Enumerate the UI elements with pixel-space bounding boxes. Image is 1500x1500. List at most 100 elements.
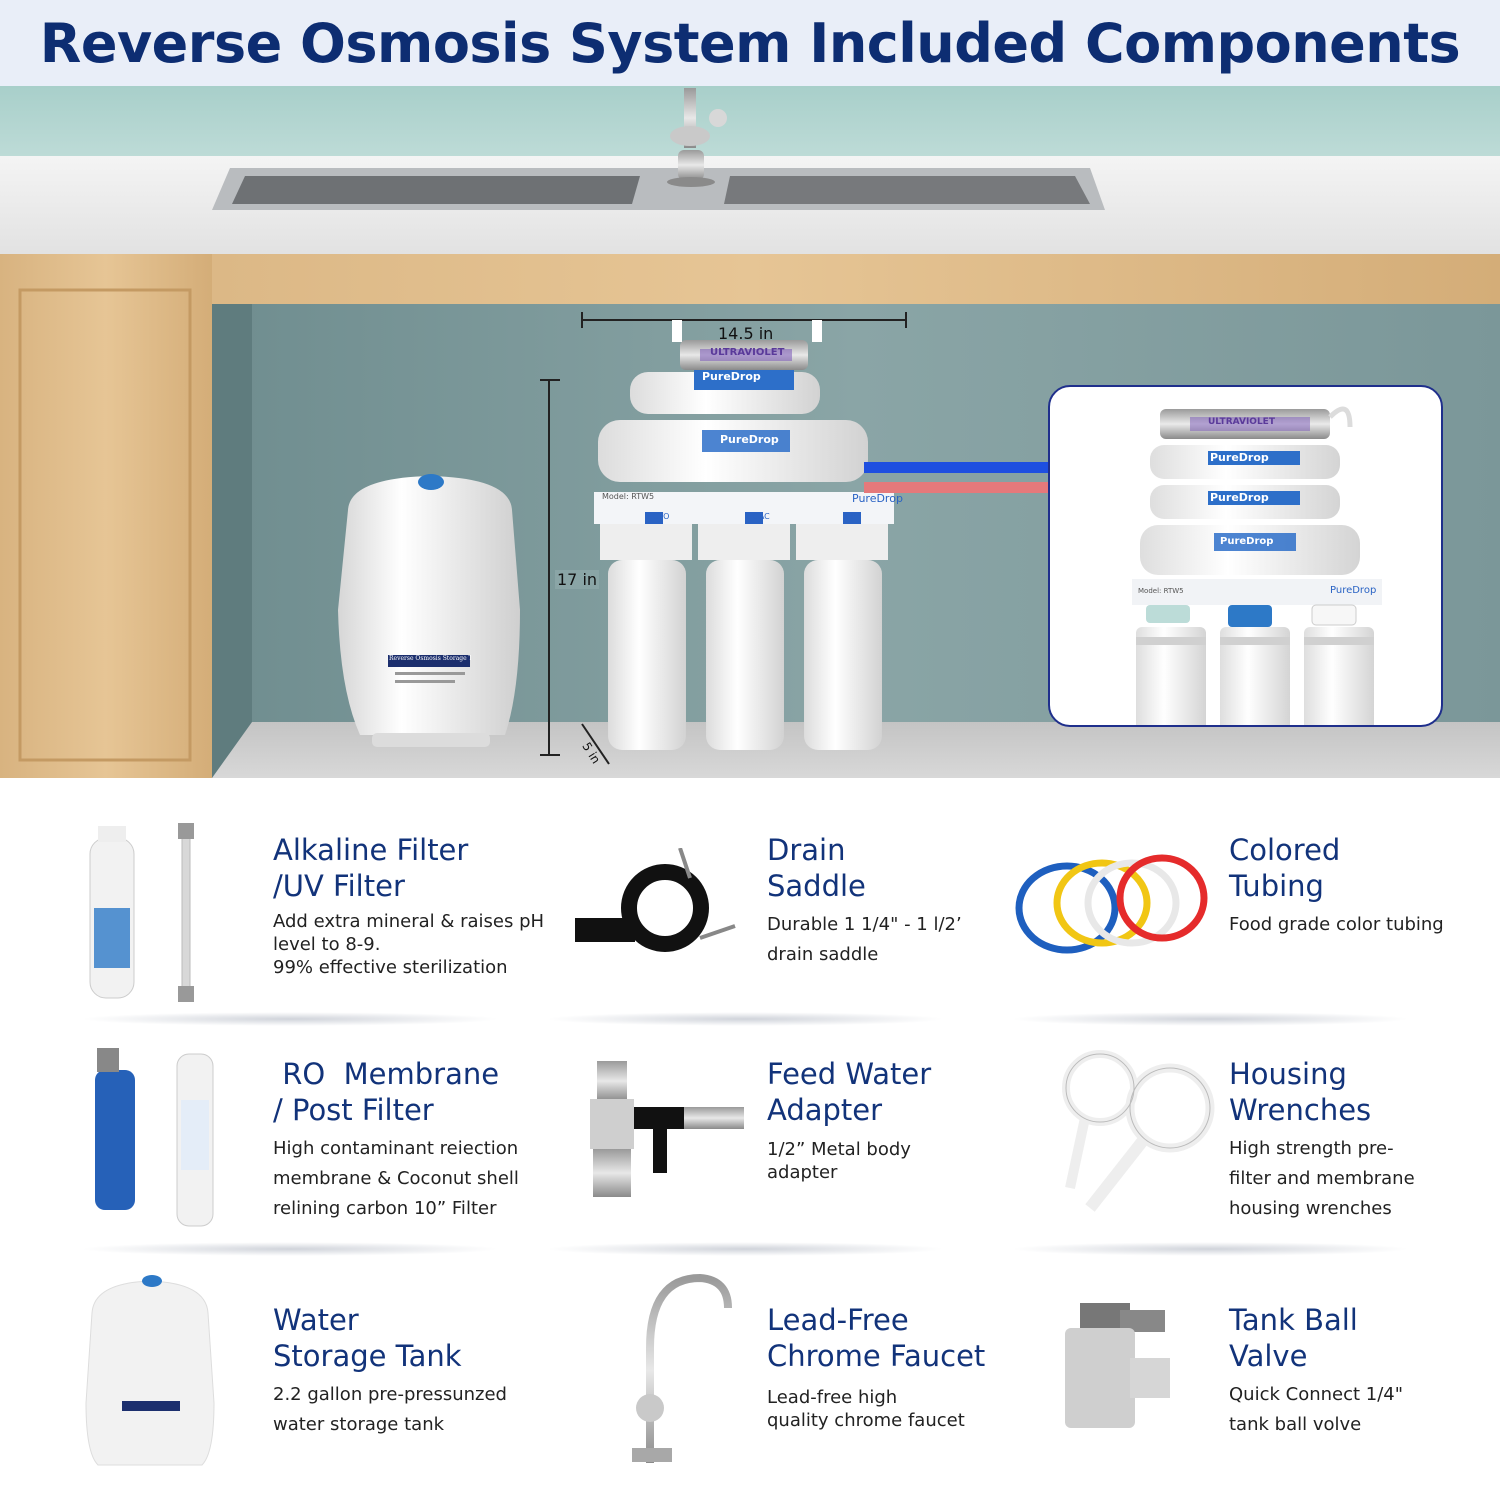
title-line: Alkaline Filter xyxy=(273,833,469,867)
component-title: RO Membrane / Post Filter xyxy=(273,1056,519,1128)
component-feed-water-adapter: Feed Water Adapter 1/2” Metal body adapt… xyxy=(767,1056,931,1184)
feed-water-adapter-image xyxy=(590,1061,744,1197)
desc-line: housing wrenches xyxy=(1229,1198,1392,1219)
component-title: Tank Ball Valve xyxy=(1229,1302,1403,1374)
desc-line: 1/2” Metal body xyxy=(767,1139,911,1160)
width-dimension-label: 14.5 in xyxy=(718,324,774,343)
bracket-brand-label: PureDrop xyxy=(852,492,903,505)
component-alkaline-uv-filter: Alkaline Filter /UV Filter Add extra min… xyxy=(273,832,544,979)
component-description: Durable 1 1/4" - 1 l/2’ drain saddle xyxy=(767,910,962,970)
component-title: Lead-Free Chrome Faucet xyxy=(767,1302,985,1374)
drain-saddle-image xyxy=(575,848,736,952)
stage-label-1: 1 PP xyxy=(843,512,861,521)
tank-label: Reverse Osmosis Storage Tank xyxy=(389,655,471,662)
page-header: Reverse Osmosis System Included Componen… xyxy=(0,0,1500,86)
desc-line: Durable 1 1/4" - 1 l/2’ xyxy=(767,914,962,935)
component-description: 2.2 gallon pre-pressunzed water storage … xyxy=(273,1380,507,1440)
desc-line: Lead-free high xyxy=(767,1387,898,1408)
row-divider xyxy=(1010,1012,1410,1026)
component-description: 1/2” Metal body adapter xyxy=(767,1138,931,1184)
desc-line: water storage tank xyxy=(273,1414,445,1435)
row-divider xyxy=(545,1242,945,1256)
component-drain-saddle: Drain Saddle Durable 1 1/4" - 1 l/2’ dra… xyxy=(767,832,962,970)
alkaline-brand-label: PureDrop xyxy=(702,370,761,383)
inset-brand-label-3: PureDrop xyxy=(1220,536,1274,547)
component-description: Lead-free high quality chrome faucet xyxy=(767,1386,985,1432)
colored-tubing-image xyxy=(1015,854,1208,954)
desc-line: 99% effective sterilization xyxy=(273,957,508,978)
chrome-faucet-image xyxy=(632,1273,732,1463)
desc-line: High contaminant reiection xyxy=(273,1138,519,1159)
alkaline-uv-filter-image xyxy=(89,823,194,1002)
desc-line: membrane & Coconut shell xyxy=(273,1168,519,1189)
inset-brand-label-2: PureDrop xyxy=(1210,491,1269,504)
component-housing-wrenches: Housing Wrenches High strength pre- filt… xyxy=(1229,1056,1415,1224)
title-line: Feed Water xyxy=(767,1057,932,1091)
title-line: RO Membrane xyxy=(273,1057,500,1091)
row-divider xyxy=(80,1242,500,1256)
water-storage-tank-image xyxy=(85,1275,215,1466)
title-line: Saddle xyxy=(767,869,866,903)
title-line: Drain xyxy=(767,833,846,867)
title-line: Valve xyxy=(1229,1339,1308,1373)
desc-line: Add extra mineral & raises pH xyxy=(273,911,545,932)
desc-line: High strength pre- xyxy=(1229,1138,1394,1159)
title-line: Storage Tank xyxy=(273,1339,462,1373)
inset-bracket-brand-label: PureDrop xyxy=(1330,585,1377,596)
desc-line: relining carbon 10” Filter xyxy=(273,1198,497,1219)
title-line: Colored xyxy=(1229,833,1341,867)
height-dimension-label: 17 in xyxy=(555,570,600,589)
components-grid: Alkaline Filter /UV Filter Add extra min… xyxy=(0,778,1500,1500)
desc-line: adapter xyxy=(767,1162,838,1183)
desc-line: Food grade color tubing xyxy=(1229,914,1444,935)
title-line: / Post Filter xyxy=(273,1093,434,1127)
desc-line: quality chrome faucet xyxy=(767,1410,965,1431)
title-line: Housing xyxy=(1229,1057,1347,1091)
desc-line: 2.2 gallon pre-pressunzed xyxy=(273,1384,507,1405)
desc-line: filter and membrane xyxy=(1229,1168,1415,1189)
component-description: High strength pre- filter and membrane h… xyxy=(1229,1134,1415,1224)
component-description: High contaminant reiection membrane & Co… xyxy=(273,1134,519,1224)
component-description: Food grade color tubing xyxy=(1229,910,1444,940)
title-line: /UV Filter xyxy=(273,869,405,903)
row-divider xyxy=(545,1012,945,1026)
stage-label-3: 3 CTO xyxy=(645,512,670,521)
component-tank-ball-valve: Tank Ball Valve Quick Connect 1/4" tank … xyxy=(1229,1302,1403,1440)
row-divider xyxy=(80,1012,500,1026)
component-chrome-faucet: Lead-Free Chrome Faucet Lead-free high q… xyxy=(767,1302,985,1432)
title-line: Tank Ball xyxy=(1229,1303,1358,1337)
component-title: Feed Water Adapter xyxy=(767,1056,931,1128)
housing-wrenches-image xyxy=(1062,1050,1215,1212)
component-title: Housing Wrenches xyxy=(1229,1056,1415,1128)
uv-label: ULTRAVIOLET xyxy=(710,347,785,358)
title-line: Tubing xyxy=(1229,869,1324,903)
tank-ball-valve-image xyxy=(1065,1303,1170,1428)
component-title: Water Storage Tank xyxy=(273,1302,507,1374)
desc-line: drain saddle xyxy=(767,944,879,965)
page-title: Reverse Osmosis System Included Componen… xyxy=(39,11,1461,75)
title-line: Chrome Faucet xyxy=(767,1339,986,1373)
component-colored-tubing: Colored Tubing Food grade color tubing xyxy=(1229,832,1444,940)
storage-tank-drawing xyxy=(338,474,520,747)
component-title: Drain Saddle xyxy=(767,832,962,904)
inset-brand-label-1: PureDrop xyxy=(1210,451,1269,464)
title-line: Adapter xyxy=(767,1093,883,1127)
title-line: Wrenches xyxy=(1229,1093,1372,1127)
component-water-storage-tank: Water Storage Tank 2.2 gallon pre-pressu… xyxy=(273,1302,507,1440)
inset-model-label: Model: RTW5 xyxy=(1138,587,1184,595)
title-line: Lead-Free xyxy=(767,1303,909,1337)
membrane-brand-label: PureDrop xyxy=(720,433,779,446)
component-ro-membrane-post-filter: RO Membrane / Post Filter High contamina… xyxy=(273,1056,519,1224)
ro-system-drawing xyxy=(594,320,894,750)
component-description: Quick Connect 1/4" tank ball volve xyxy=(1229,1380,1403,1440)
stage-label-2: 2 GAC xyxy=(745,512,770,521)
title-line: Water xyxy=(273,1303,359,1337)
inset-uv-label: ULTRAVIOLET xyxy=(1208,417,1275,427)
system-closeup-inset: ULTRAVIOLET PureDrop PureDrop PureDrop P… xyxy=(1048,385,1443,727)
ro-membrane-post-filter-image xyxy=(95,1048,214,1227)
desc-line: tank ball volve xyxy=(1229,1414,1362,1435)
component-description: Add extra mineral & raises pH level to 8… xyxy=(273,910,544,979)
component-title: Alkaline Filter /UV Filter xyxy=(273,832,544,904)
desc-line: level to 8-9. xyxy=(273,934,381,955)
component-title: Colored Tubing xyxy=(1229,832,1444,904)
